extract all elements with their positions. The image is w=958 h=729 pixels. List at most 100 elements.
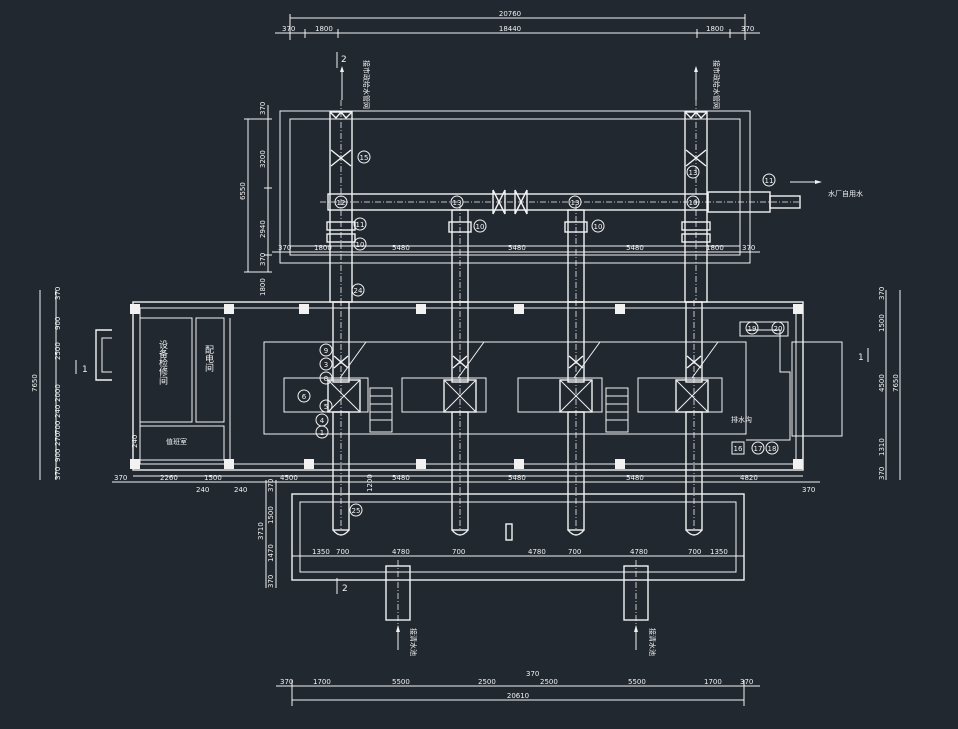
outlet-header-pipe [320,189,801,215]
svg-text:370: 370 [259,102,267,115]
svg-text:370: 370 [878,467,886,480]
svg-text:370: 370 [259,253,267,266]
room-distribution: 配电间 [203,345,214,373]
room-labels: 设备检修间 配电间 值班室 排水沟 [157,340,752,446]
svg-text:6: 6 [302,393,307,401]
svg-text:1800: 1800 [314,244,332,252]
callout-13b: 13 [568,195,582,209]
svg-text:700: 700 [688,548,701,556]
callout-15: 15 [357,150,371,164]
callout-5: 5 [319,399,333,413]
section-mark-2-bottom: 2 [336,578,348,594]
room-drain-pit: 排水沟 [731,415,752,424]
svg-text:370: 370 [740,678,753,686]
svg-text:2500: 2500 [478,678,496,686]
outlet-valve-chamber [279,110,751,264]
svg-text:700: 700 [54,421,62,434]
svg-text:370: 370 [267,479,275,492]
top-dim-2: 18440 [499,25,521,33]
svg-text:4780: 4780 [392,548,410,556]
svg-text:240: 240 [196,486,209,494]
svg-text:水厂自用水: 水厂自用水 [828,189,863,198]
outlet-risers [326,100,711,303]
svg-text:2: 2 [341,55,347,65]
svg-text:5480: 5480 [626,244,644,252]
pump-unit-3 [517,377,603,413]
svg-text:10: 10 [689,199,698,207]
callout-17: 17 [751,441,765,455]
svg-text:11: 11 [356,221,365,229]
svg-text:11: 11 [765,177,774,185]
svg-text:4820: 4820 [740,474,758,482]
svg-text:1: 1 [320,429,324,437]
svg-text:5: 5 [324,403,328,411]
room-duty: 值班室 [166,437,187,446]
svg-text:240: 240 [54,405,62,418]
bottom-total: 20610 [507,692,529,700]
svg-text:5480: 5480 [392,244,410,252]
svg-text:6550: 6550 [239,182,247,200]
inlet-label-left: 接清水池 [409,628,418,656]
svg-text:1200: 1200 [366,474,374,492]
svg-text:5480: 5480 [392,474,410,482]
svg-text:270: 270 [54,433,62,446]
svg-text:16: 16 [734,445,743,453]
svg-text:1350: 1350 [710,548,728,556]
svg-text:2500: 2500 [540,678,558,686]
svg-text:24: 24 [354,287,363,295]
svg-text:3200: 3200 [259,150,267,168]
svg-text:1310: 1310 [878,438,886,456]
callout-8: 8 [319,371,333,385]
svg-text:5480: 5480 [508,244,526,252]
svg-text:2500: 2500 [54,342,62,360]
callout-24: 24 [351,283,365,297]
svg-text:900: 900 [54,317,62,330]
svg-text:15: 15 [360,154,369,162]
top-dimension-chain: 20760 370 1800 18440 1800 370 [275,10,760,40]
svg-text:5500: 5500 [628,678,646,686]
callout-6: 6 [297,389,311,403]
svg-text:370: 370 [278,244,291,252]
section-mark-1-left: 1 [75,360,88,375]
callout-11b: 11 [353,217,367,231]
left-floor-vdims: 370 900 2500 7650 2000 240 700 270 900 3… [31,287,62,480]
svg-text:700: 700 [336,548,349,556]
overall-width-label: 20760 [499,10,521,18]
outlet-label-right: 接市政给水管网 [694,60,721,109]
svg-text:1800: 1800 [706,244,724,252]
svg-text:25: 25 [352,507,361,515]
svg-text:接市政给水管网: 接市政给水管网 [362,60,371,109]
callout-25: 25 [349,503,363,517]
chamber-left-dims: 370 3200 6550 2940 370 1800 [239,102,272,296]
svg-text:370: 370 [267,575,275,588]
callout-9: 9 [319,343,333,357]
svg-text:370: 370 [54,287,62,300]
svg-text:240: 240 [234,486,247,494]
top-dim-0: 370 [282,25,295,33]
svg-text:13: 13 [453,199,462,207]
svg-text:370: 370 [878,287,886,300]
svg-text:2260: 2260 [160,474,178,482]
svg-text:370: 370 [280,678,293,686]
svg-text:1800: 1800 [259,278,267,296]
bottom-dim-chain: 370 1700 5500 2500 370 2500 5500 1700 37… [276,670,760,706]
svg-text:1500: 1500 [878,314,886,332]
svg-text:10: 10 [594,223,603,231]
svg-text:700: 700 [452,548,465,556]
pump-unit-2 [401,377,487,413]
callout-16: 16 [731,441,745,455]
svg-text:8: 8 [324,375,328,383]
svg-text:370: 370 [54,467,62,480]
svg-text:1700: 1700 [313,678,331,686]
callout-13c: 13 [686,165,700,179]
svg-text:5480: 5480 [508,474,526,482]
svg-text:19: 19 [748,325,757,333]
left-annex [95,317,231,461]
svg-text:1470: 1470 [267,544,275,562]
callout-19: 19 [745,321,759,335]
svg-text:18: 18 [768,445,777,453]
lower-dim-chain: 1350 700 4780 700 4780 700 4780 700 1350 [292,548,744,557]
plant-water-arrow: 水厂自用水 [790,180,863,198]
svg-text:3710: 3710 [257,522,265,540]
